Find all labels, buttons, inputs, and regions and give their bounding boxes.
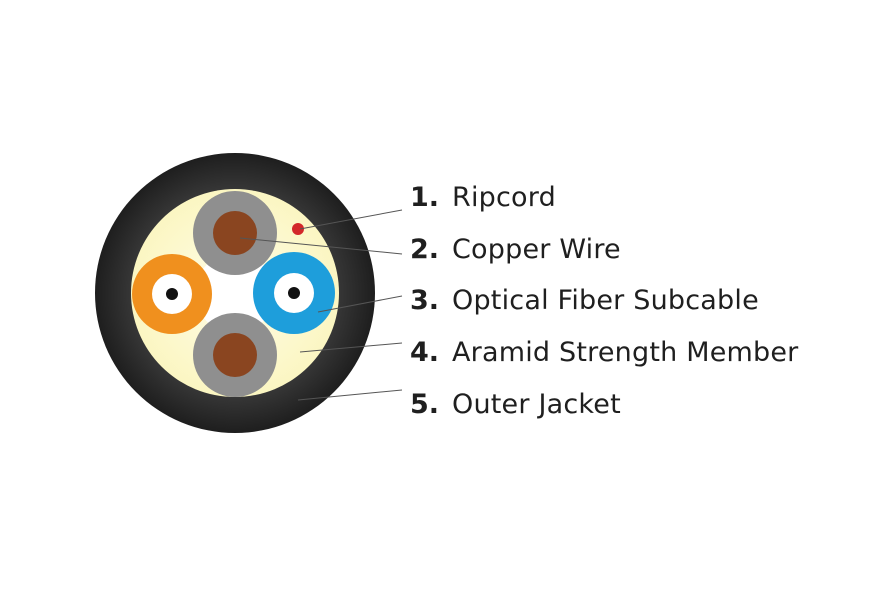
core-void (195, 253, 275, 333)
ripcord (292, 223, 304, 235)
fiber-core (288, 287, 300, 299)
callout-line-outer-jacket (297, 389, 403, 401)
copper-wire-top (193, 191, 277, 275)
label-copper-wire: 2. Copper Wire (410, 232, 621, 268)
callout-line-optical-fiber (317, 295, 403, 313)
callout-line-copper-wire (239, 237, 403, 255)
label-number: 2. (410, 234, 440, 265)
label-aramid-strength-member: 4. Aramid Strength Member (410, 335, 798, 371)
label-ripcord: 1. Ripcord (410, 180, 556, 216)
label-optical-fiber-subcable: 3. Optical Fiber Subcable (410, 283, 759, 319)
label-text: Aramid Strength Member (452, 337, 799, 368)
label-number: 3. (410, 285, 440, 316)
copper-conductor (213, 333, 257, 377)
callout-line-ripcord (299, 209, 403, 230)
label-text: Copper Wire (452, 234, 621, 265)
fiber-subcable-blue (253, 252, 335, 334)
label-outer-jacket: 5. Outer Jacket (410, 387, 621, 423)
fiber-subcable-orange (132, 254, 212, 334)
label-number: 4. (410, 337, 440, 368)
label-number: 5. (410, 389, 440, 420)
copper-wire-bottom (193, 313, 277, 397)
callout-line-aramid (299, 342, 403, 353)
label-text: Optical Fiber Subcable (452, 285, 759, 316)
label-number: 1. (410, 182, 440, 213)
copper-conductor (213, 211, 257, 255)
fiber-core (166, 288, 178, 300)
label-text: Ripcord (452, 182, 556, 213)
label-text: Outer Jacket (452, 389, 621, 420)
